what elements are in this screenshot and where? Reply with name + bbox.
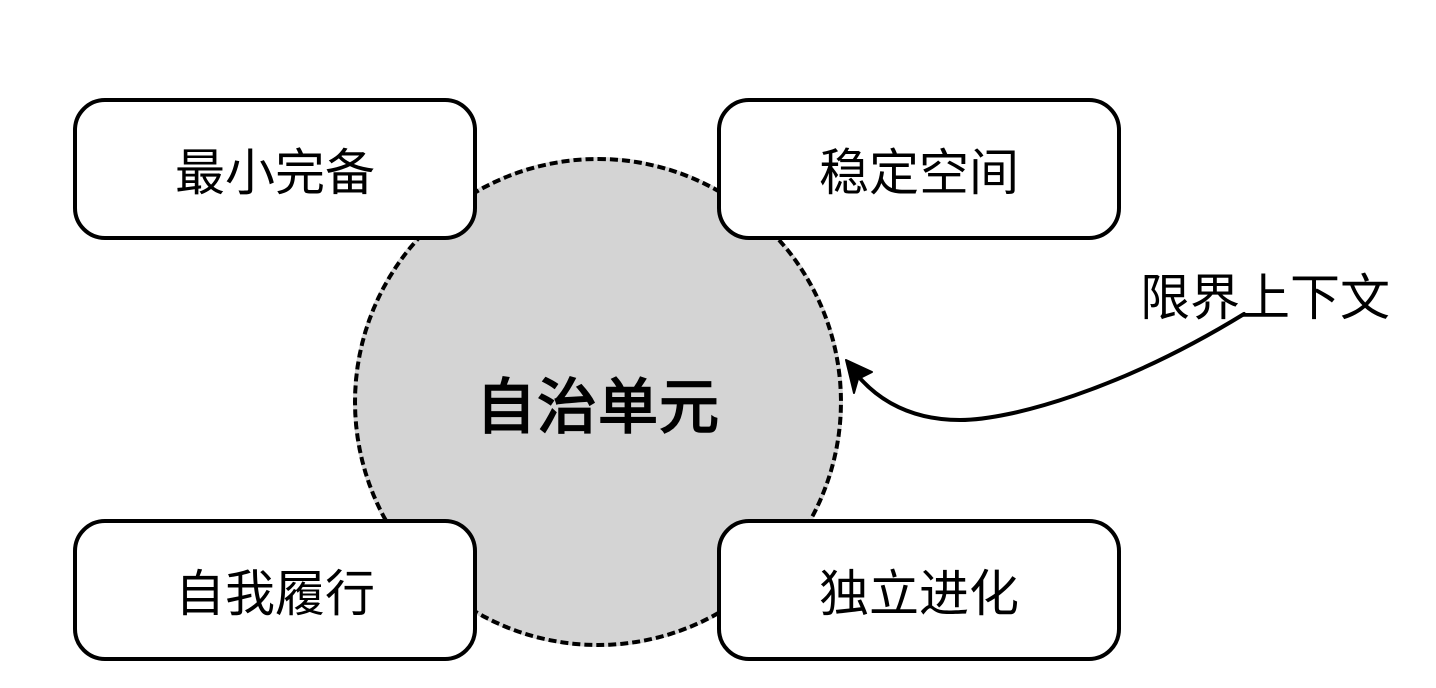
bounded-context-label: 限界上下文 <box>1140 269 1390 327</box>
box-self-fulfillment: 自我履行 <box>73 519 477 661</box>
box-stable-space: 稳定空间 <box>717 98 1121 240</box>
arrowhead-icon <box>845 359 873 394</box>
box-independent-evolution: 独立进化 <box>717 519 1121 661</box>
box-minimal-complete: 最小完备 <box>73 98 477 240</box>
center-label: 自治单元 <box>476 372 720 443</box>
